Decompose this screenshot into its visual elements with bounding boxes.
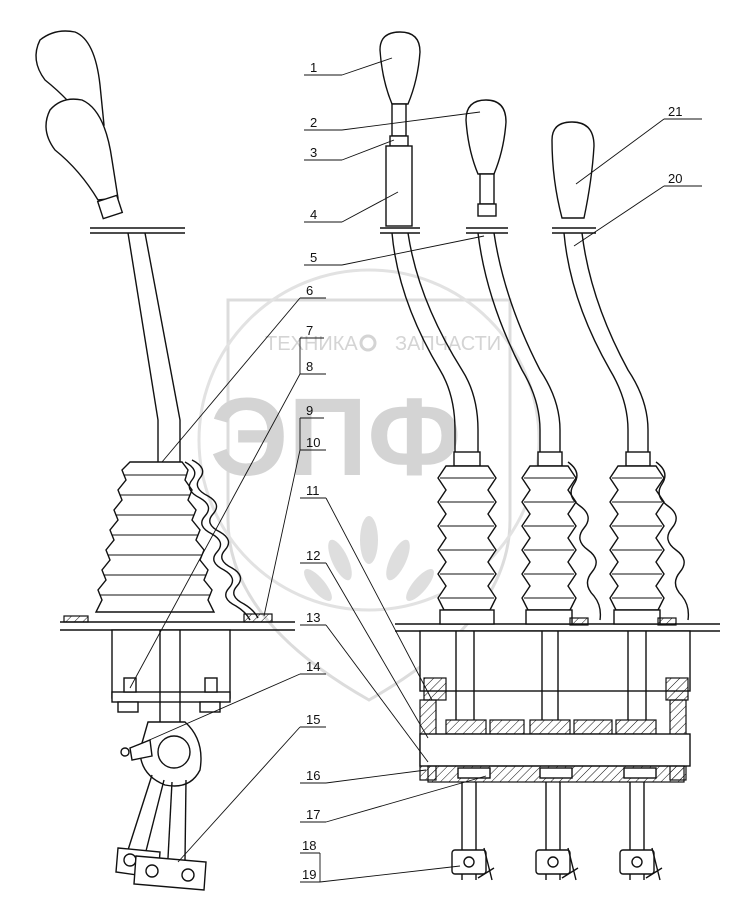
callout-11: 11 xyxy=(306,483,320,498)
watermark-text-left: ТЕХНИКА xyxy=(265,333,358,355)
callout-6: 6 xyxy=(306,283,313,298)
callout-8: 8 xyxy=(306,359,313,374)
leader-lines xyxy=(129,57,702,883)
watermark: ТЕХНИКА ЗАПЧАСТИ ЭПФ xyxy=(197,268,541,702)
callout-2: 2 xyxy=(310,115,317,130)
callout-15: 15 xyxy=(306,712,320,727)
callout-4: 4 xyxy=(310,207,317,222)
callout-7: 7 xyxy=(306,323,313,338)
left-lever-group xyxy=(35,30,273,891)
callout-10: 10 xyxy=(306,435,320,450)
callout-18: 18 xyxy=(302,838,316,853)
callout-5: 5 xyxy=(310,250,317,265)
callout-14: 14 xyxy=(306,659,320,674)
callout-17: 17 xyxy=(306,807,320,822)
wheat-emblem-icon xyxy=(304,516,434,601)
callout-12: 12 xyxy=(306,548,320,563)
callout-16: 16 xyxy=(306,768,320,783)
callout-19: 19 xyxy=(302,867,316,882)
callout-13: 13 xyxy=(306,610,320,625)
right-lever-group xyxy=(379,31,691,881)
callout-20: 20 xyxy=(668,171,682,186)
callout-3: 3 xyxy=(310,145,317,160)
gear-icon xyxy=(359,334,377,352)
callout-labels: 1 2 3 4 5 6 7 8 9 10 11 12 13 14 15 16 1… xyxy=(302,60,682,882)
callout-21: 21 xyxy=(668,104,682,119)
callout-1: 1 xyxy=(310,60,317,75)
watermark-text-right: ЗАПЧАСТИ xyxy=(395,333,501,355)
callout-9: 9 xyxy=(306,403,313,418)
watermark-logo: ЭПФ xyxy=(210,376,461,499)
